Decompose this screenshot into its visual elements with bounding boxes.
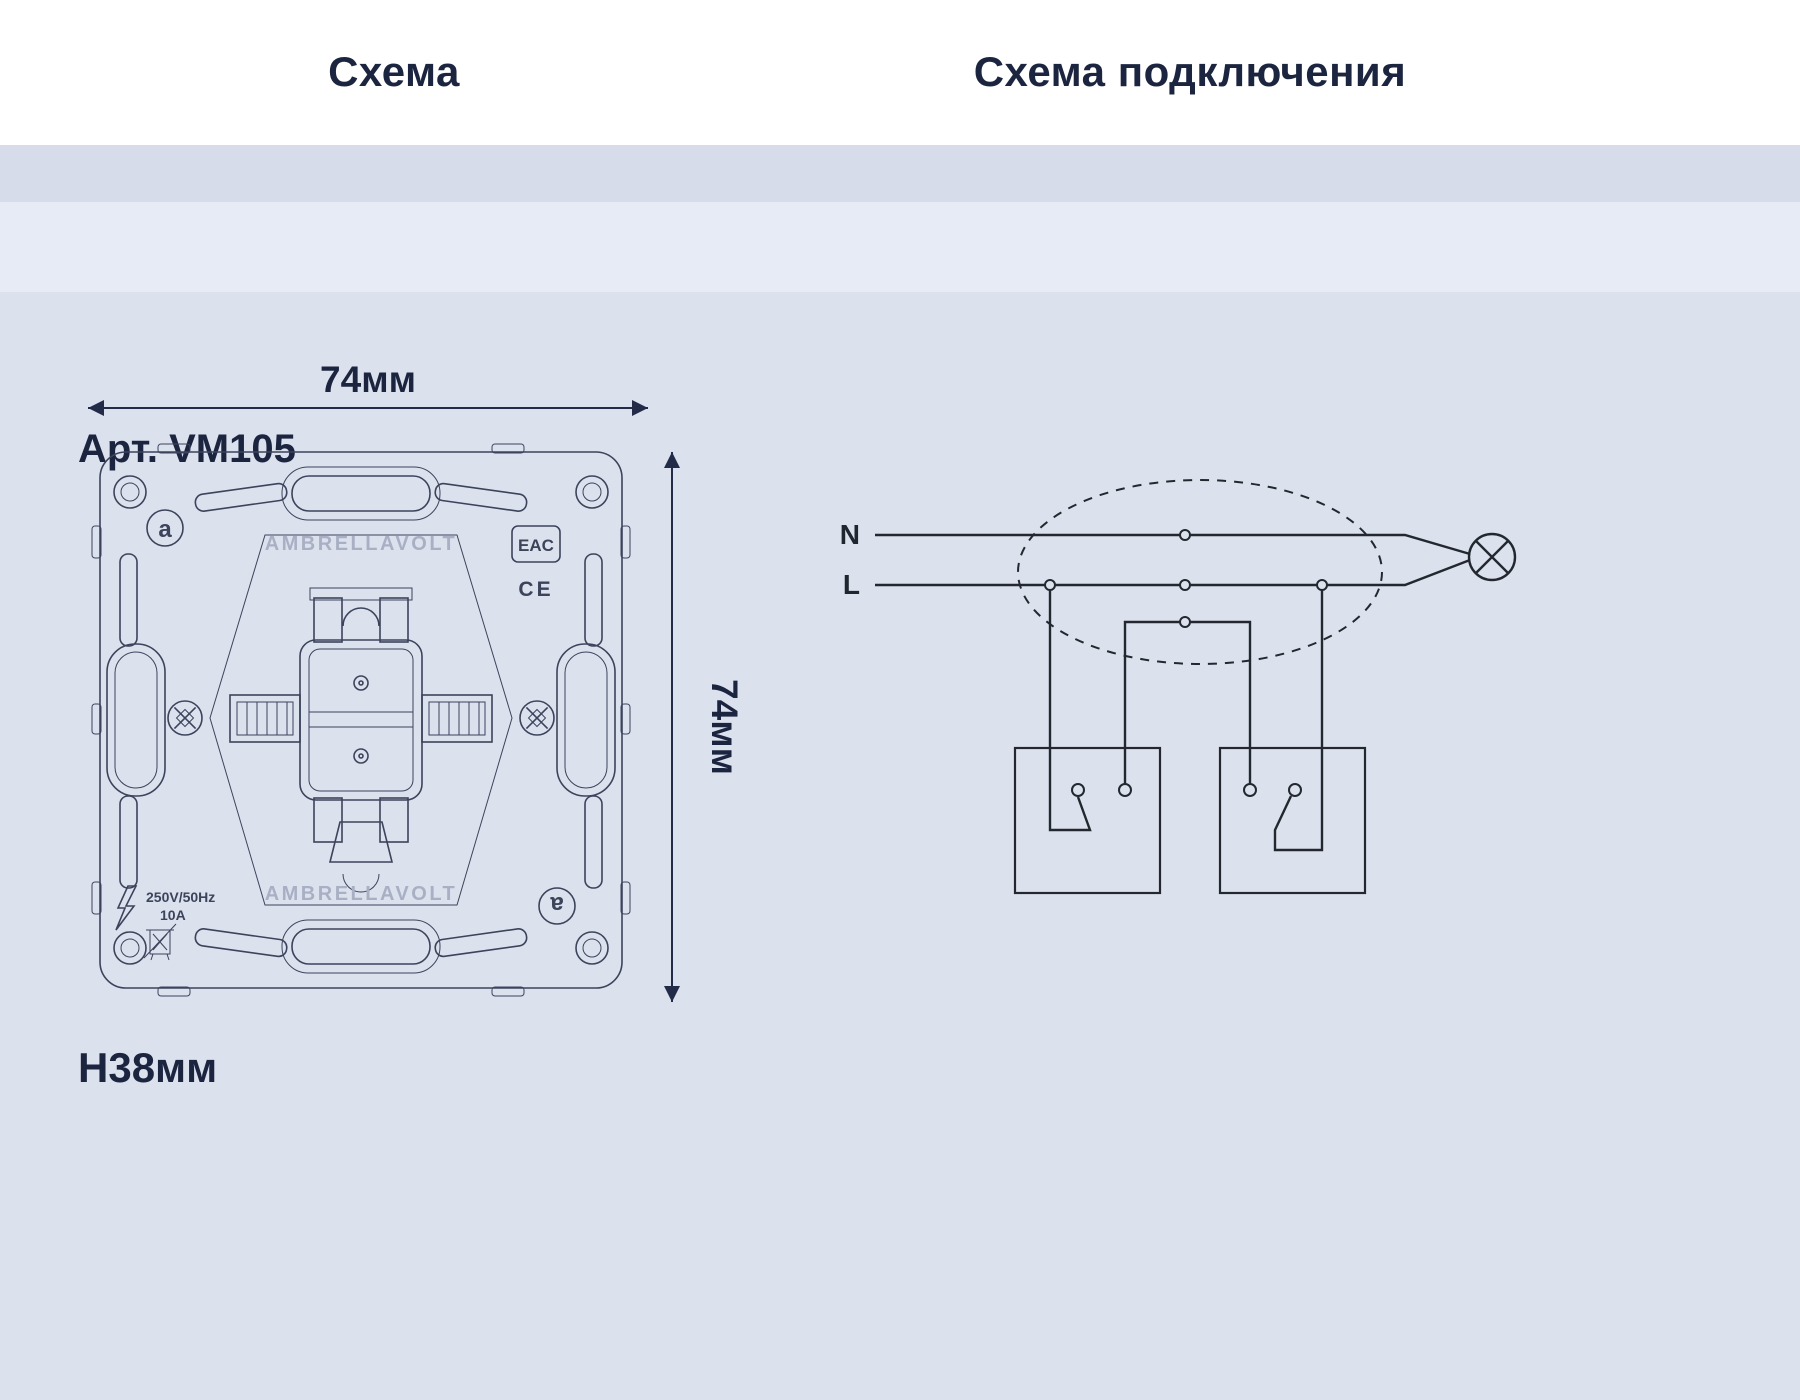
side-slots xyxy=(106,553,616,889)
top-mounting-slots xyxy=(194,466,528,521)
eac-mark-label: EAC xyxy=(518,536,554,555)
mounting-frame xyxy=(91,443,631,997)
ce-mark: CE xyxy=(518,578,553,601)
lamp-icon xyxy=(1467,532,1517,582)
article-number: Арт. VM105 xyxy=(78,427,296,471)
current-rating: 10A xyxy=(160,907,186,923)
depth-dimension-label: H38мм xyxy=(78,1044,218,1091)
section-title-scheme: Схема xyxy=(328,48,460,95)
dimension-width: 74мм xyxy=(88,359,648,416)
divider-band xyxy=(0,145,1800,202)
side-screw-right xyxy=(519,700,555,736)
eac-mark: EAC xyxy=(511,525,561,563)
contact-arm-right xyxy=(421,694,493,743)
rocker-mechanism xyxy=(299,587,423,893)
svg-text:a: a xyxy=(158,516,172,543)
line-label: L xyxy=(843,569,860,600)
svg-text:a: a xyxy=(550,891,564,918)
mechanism-drawing: 74мм 74мм xyxy=(88,359,745,1002)
junction-box-ellipse xyxy=(1017,479,1383,665)
dimension-height-label: 74мм xyxy=(704,679,745,775)
corner-screw-holes xyxy=(113,475,609,965)
junction-dot xyxy=(1179,529,1191,541)
side-screw-left xyxy=(167,700,203,736)
neutral-line-label: N xyxy=(840,519,860,550)
wiring-diagram: N L xyxy=(840,479,1517,895)
brand-text-top: AMBRELLAVOLT xyxy=(265,533,458,555)
brand-logo-top-left: a xyxy=(146,509,184,547)
neutral-wire xyxy=(875,533,1471,556)
voltage-rating: 250V/50Hz xyxy=(146,889,215,905)
no-trash-icon xyxy=(143,923,177,961)
switch2-common-wire xyxy=(1273,585,1324,852)
section-title-connection-scheme: Схема подключения xyxy=(973,48,1407,95)
top-band: Схема Схема подключения xyxy=(0,0,1800,145)
dimension-width-label: 74мм xyxy=(320,359,416,400)
bottom-mounting-slots xyxy=(194,919,528,974)
lightning-icon xyxy=(115,885,138,931)
rating-block: 250V/50Hz 10A xyxy=(115,885,215,961)
switch1-box xyxy=(1013,746,1162,895)
junction-dot xyxy=(1044,579,1056,591)
junction-dot xyxy=(1179,579,1191,591)
traveler-wire xyxy=(1123,620,1252,784)
junction-dot xyxy=(1179,616,1191,628)
switch2-box xyxy=(1218,746,1367,895)
cover-outline xyxy=(209,534,513,906)
dimension-height: 74мм xyxy=(664,452,745,1002)
brand-text-bottom: AMBRELLAVOLT xyxy=(265,883,458,905)
brand-logo-bottom-right: a xyxy=(538,887,576,925)
article-strip: Арт. VM105 xyxy=(0,202,1800,471)
switch1-common-wire xyxy=(1048,585,1092,832)
contact-arm-left xyxy=(229,694,301,743)
junction-dot xyxy=(1316,579,1328,591)
